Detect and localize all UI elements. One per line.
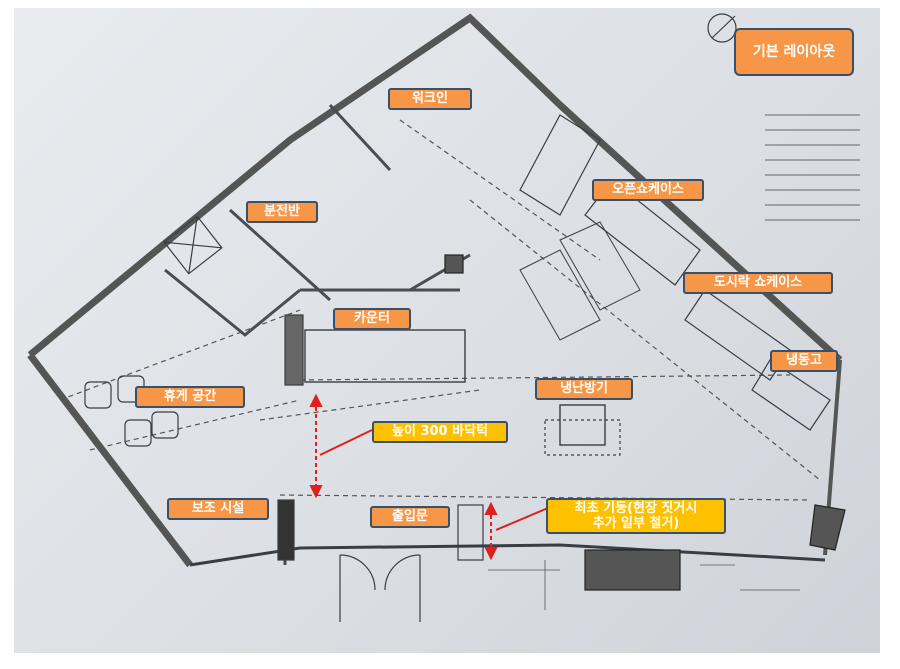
entrance-mat — [584, 549, 681, 591]
entrance-doors — [339, 504, 484, 622]
layout-title: 기본 레이아웃 — [734, 28, 854, 76]
outer-wall-left — [27, 352, 193, 568]
label-entrance: 출입문 — [370, 506, 450, 528]
dimension-lines — [488, 560, 800, 610]
center-gondolas — [519, 221, 641, 341]
hvac-unit — [559, 404, 606, 446]
label-lunchbox-showcase: 도시락 쇼케이스 — [683, 272, 833, 294]
aux-unit — [277, 499, 295, 561]
outer-wall-upper — [27, 13, 843, 363]
stair-lines — [765, 114, 860, 221]
red-annotations — [309, 393, 549, 561]
label-aux-facility: 보조 시설 — [167, 498, 269, 520]
dashed-guides — [59, 119, 821, 501]
label-counter: 카운터 — [333, 308, 411, 330]
label-freezer: 냉동고 — [770, 350, 838, 372]
columns — [444, 254, 846, 551]
label-rest-area: 휴게 공간 — [135, 386, 245, 408]
floor-note-pointer — [319, 429, 373, 456]
front-wall — [189, 543, 826, 567]
showcase-units — [519, 114, 831, 431]
pillar-note-line2: 추가 일부 철거) — [592, 516, 680, 531]
counter-outline — [304, 329, 466, 383]
label-open-showcase: 오픈쇼케이스 — [592, 179, 704, 201]
pillar-note-line1: 최초 기둥(현장 짓거시 — [574, 501, 698, 516]
label-pillar-note: 최초 기둥(현장 짓거시 추가 일부 철거) — [546, 498, 726, 534]
label-floor-note: 높이 300 바닥턱 — [372, 421, 508, 443]
label-panel: 분전반 — [246, 201, 318, 223]
walkin-storage — [163, 215, 223, 275]
label-hvac: 냉난방기 — [535, 378, 633, 400]
label-walkin: 워크인 — [388, 88, 472, 110]
pillar-note-pointer — [495, 507, 549, 531]
